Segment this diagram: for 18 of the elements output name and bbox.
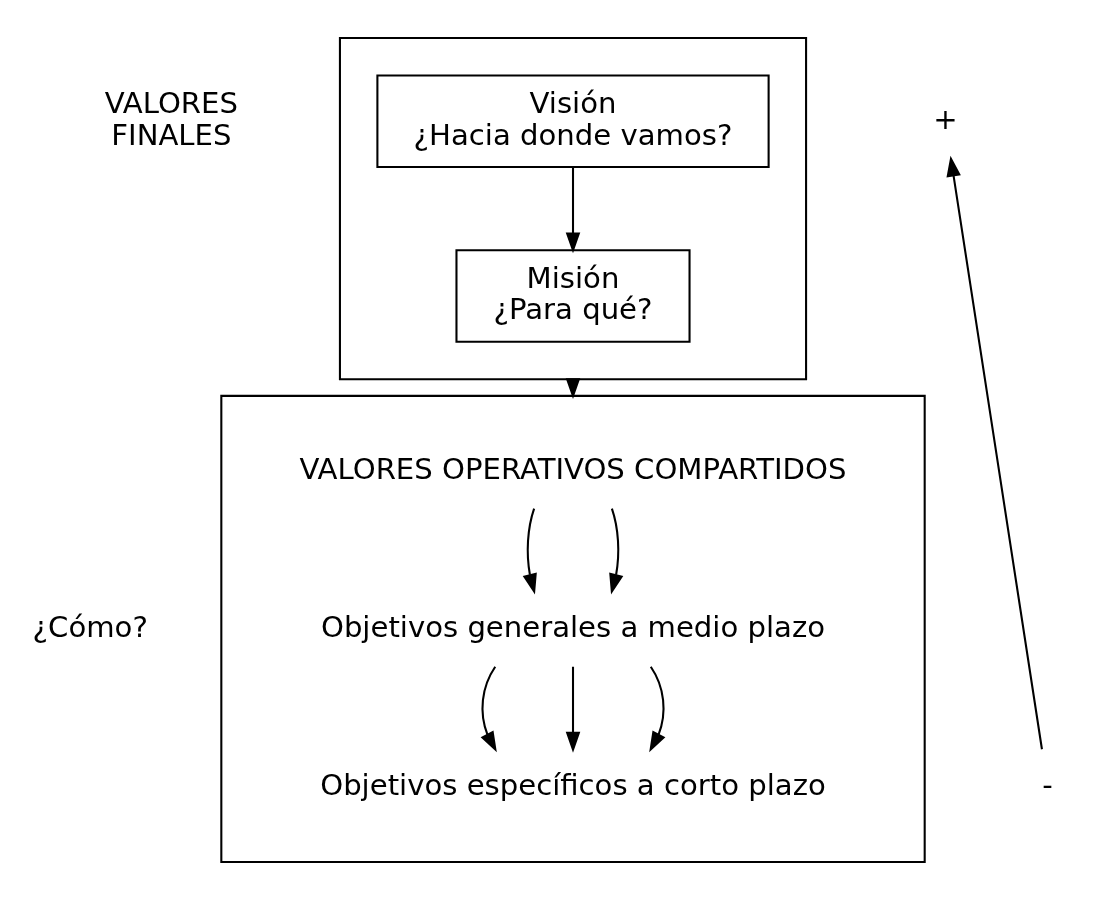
label: ¿Cómo? bbox=[32, 609, 148, 644]
arrow bbox=[609, 507, 624, 594]
label: VALORES FINALES bbox=[104, 85, 238, 152]
arrow bbox=[522, 507, 537, 594]
node-text: Objetivos generales a medio plazo bbox=[320, 609, 826, 644]
node-text: + bbox=[933, 101, 958, 136]
node-text: Objetivos específicos a corto plazo bbox=[320, 767, 826, 802]
arrow bbox=[946, 155, 1043, 749]
cluster bbox=[220, 394, 926, 863]
arrow bbox=[480, 665, 497, 752]
node-box: Misión ¿Para qué? bbox=[455, 248, 691, 343]
arrow bbox=[649, 665, 666, 752]
node-text: - bbox=[1042, 767, 1053, 802]
node-box: Visión ¿Hacia donde vamos? bbox=[376, 73, 770, 168]
cluster bbox=[338, 36, 808, 380]
arrow bbox=[565, 666, 581, 753]
node-text: VALORES OPERATIVOS COMPARTIDOS bbox=[299, 451, 847, 486]
arrow bbox=[565, 166, 581, 253]
